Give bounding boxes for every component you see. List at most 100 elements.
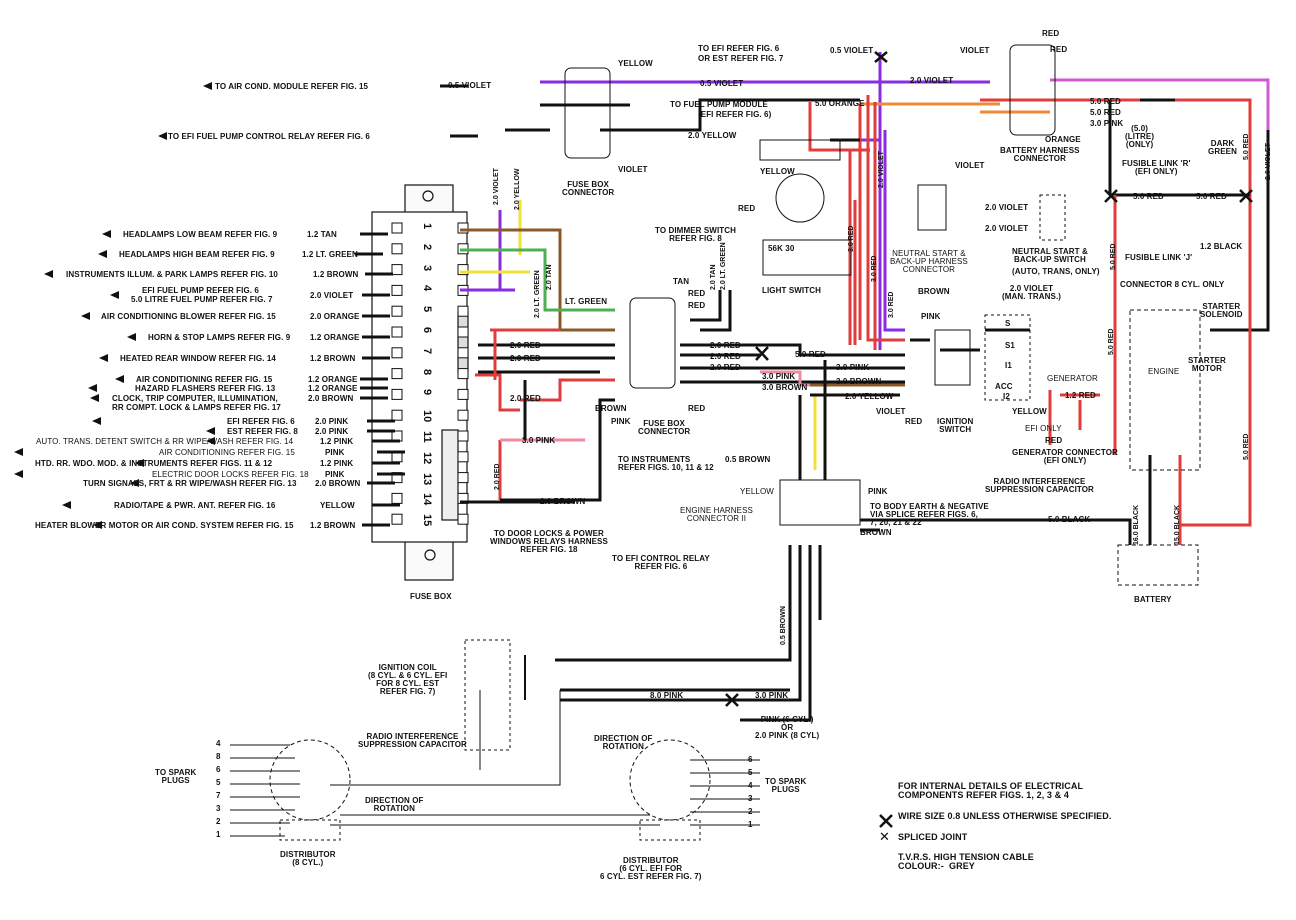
fusible-link-j: FUSIBLE LINK 'J'	[1125, 253, 1193, 262]
wire-label: LT. GREEN	[565, 297, 608, 306]
wire-label: 2.0 RED	[710, 352, 741, 361]
wire-label: 2.0 VIOLET	[910, 76, 954, 85]
label-rr-compt: RR COMPT. LOCK & LAMPS REFER FIG. 17	[112, 403, 281, 412]
wire-label: 5.0 RED	[1196, 192, 1227, 201]
to-spark-plugs-left: TO SPARK PLUGS	[155, 768, 197, 785]
arrow-head	[102, 230, 111, 238]
label-ac-blower: AIR CONDITIONING BLOWER REFER FIG. 15	[101, 312, 276, 321]
wire-label-vert: 3.0 RED	[848, 225, 855, 252]
label-yellow: YELLOW	[760, 167, 795, 176]
label-heated-rear: HEATED REAR WINDOW REFER FIG. 14	[120, 354, 276, 363]
label-yellow: YELLOW	[740, 487, 774, 496]
fuse-number: 1	[421, 223, 433, 230]
label-instruments-illum: INSTRUMENTS ILLUM. & PARK LAMPS REFER FI…	[66, 270, 278, 279]
plug-number: 7	[216, 791, 221, 800]
label-acc: ACC	[995, 382, 1013, 391]
fuse-number: 14	[421, 493, 433, 506]
wire-label-vert: 16.0 BLACK	[1133, 504, 1140, 545]
spark-plug-wires	[230, 655, 790, 837]
fuse-box	[371, 184, 469, 581]
wire-label-vert: 2.0 VIOLET	[878, 151, 885, 188]
wire-label: 1.2 BROWN	[310, 354, 356, 363]
label-violet: VIOLET	[955, 161, 985, 170]
wire-label: 1.2 ORANGE	[308, 375, 358, 384]
arrow-head	[92, 417, 101, 425]
label-heater-blower: HEATER BLOWER MOTOR OR AIR COND. SYSTEM …	[35, 521, 294, 530]
label-red: RED	[1042, 29, 1060, 38]
battery-harness-connector: BATTERY HARNESS CONNECTOR	[1000, 146, 1080, 163]
label-horn-stop: HORN & STOP LAMPS REFER FIG. 9	[148, 333, 291, 342]
direction-rotation-2: DIRECTION OF ROTATION	[365, 796, 424, 813]
wire-label: PINK	[325, 448, 345, 457]
wire-label: 8.0 PINK	[650, 691, 684, 700]
fuse-terminal	[457, 264, 469, 276]
wire-label: 1.2 ORANGE	[310, 333, 360, 342]
pink-6cyl: PINK (6 CYL.) OR 2.0 PINK (8 CYL)	[755, 715, 820, 740]
wire-label: 5.0 RED	[795, 350, 826, 359]
label-radio-tape: RADIO/TAPE & PWR. ANT. REFER FIG. 16	[114, 501, 276, 510]
label-ac-15b: AIR CONDITIONING REFER FIG. 15	[159, 448, 295, 457]
plug-number: 5	[748, 768, 753, 777]
label-pink: PINK	[868, 487, 888, 496]
fuse-terminal	[457, 326, 469, 338]
man-trans: 2.0 VIOLET (MAN. TRANS.)	[1002, 284, 1062, 301]
plug-number: 1	[216, 830, 221, 839]
battery-label: BATTERY	[1134, 595, 1172, 604]
fuse-terminal	[391, 347, 403, 359]
generator-connector: GENERATOR CONNECTOR (EFI ONLY)	[1012, 448, 1118, 465]
label-ac-15: AIR CONDITIONING REFER FIG. 15	[136, 375, 273, 384]
fuse-terminal	[391, 513, 403, 525]
wire-label-vert: 2.0 RED	[494, 463, 501, 490]
label-yellow: YELLOW	[1012, 407, 1047, 416]
wire-label: 0.5 VIOLET	[700, 79, 744, 88]
fuse-number: 13	[421, 472, 433, 485]
starter-solenoid: STARTER SOLENOID	[1200, 302, 1243, 319]
legend-spliced-joint: SPLICED JOINT	[898, 832, 968, 842]
wire-label: 5.0 RED	[1133, 192, 1164, 201]
efi-control-relay: TO EFI CONTROL RELAY REFER FIG. 6	[612, 554, 710, 571]
fuse-terminal	[457, 368, 469, 380]
arrow-head	[206, 437, 215, 445]
fuse-terminal	[391, 243, 403, 255]
arrow-head	[81, 312, 90, 320]
label-door-locks: ELECTRIC DOOR LOCKS REFER FIG. 18	[152, 470, 309, 479]
plug-number: 2	[748, 807, 753, 816]
wire-label: 3.0 PINK	[836, 363, 870, 372]
plug-number: 5	[216, 778, 221, 787]
wire-label: 1.2 PINK	[320, 459, 354, 468]
fuse-number: 3	[421, 264, 433, 271]
ignition-switch: IGNITION SWITCH	[937, 417, 974, 434]
label-tan: TAN	[673, 277, 690, 286]
radio-cap-left: RADIO INTERFERENCE SUPPRESSION CAPACITOR	[358, 732, 467, 749]
spliced-joint-icon: ✕	[879, 829, 890, 844]
label-56m: 56K 30	[768, 244, 795, 253]
efi-only: EFI ONLY	[1025, 424, 1062, 433]
fuse-terminal	[457, 347, 469, 359]
fuse-box-label: FUSE BOX	[410, 592, 452, 601]
label-headlamps-low: HEADLAMPS LOW BEAM REFER FIG. 9	[123, 230, 278, 239]
label-violet-top: VIOLET	[618, 165, 648, 174]
neutral-start-conn: NEUTRAL START & BACK-UP HARNESS CONNECTO…	[890, 249, 968, 274]
plug-number: 1	[748, 820, 753, 829]
wire-label: 1.2 TAN	[307, 230, 337, 239]
label-red: RED	[738, 204, 756, 213]
label-violet: VIOLET	[876, 407, 906, 416]
label-red: RED	[688, 289, 706, 298]
wire-label: 2.0 YELLOW	[688, 131, 737, 140]
connector-8cyl: CONNECTOR 8 CYL. ONLY	[1120, 280, 1225, 289]
label-ac-module: TO AIR COND. MODULE REFER FIG. 15	[215, 82, 369, 91]
auto-trans-only: (AUTO, TRANS, ONLY)	[1012, 267, 1100, 276]
radio-cap-right: RADIO INTERFERENCE SUPPRESSION CAPACITOR	[985, 477, 1094, 494]
wire-label: 2.0 PINK	[315, 417, 349, 426]
label-yellow-top: YELLOW	[618, 59, 653, 68]
label-litre-fuel-pump: 5.0 LITRE FUEL PUMP REFER FIG. 7	[131, 295, 273, 304]
wire-label-vert: 5.0 RED	[1243, 133, 1250, 160]
label-red: RED	[688, 404, 706, 413]
wire-label: 2.0 BROWN	[540, 497, 586, 506]
fusible-link-r: FUSIBLE LINK 'R' (EFI ONLY)	[1122, 159, 1191, 176]
label-brown: BROWN	[860, 528, 892, 537]
fuse-terminal	[457, 513, 469, 525]
wire-label: 2.0 RED	[510, 354, 541, 363]
fuse-terminal	[391, 326, 403, 338]
arrow-head	[206, 427, 215, 435]
